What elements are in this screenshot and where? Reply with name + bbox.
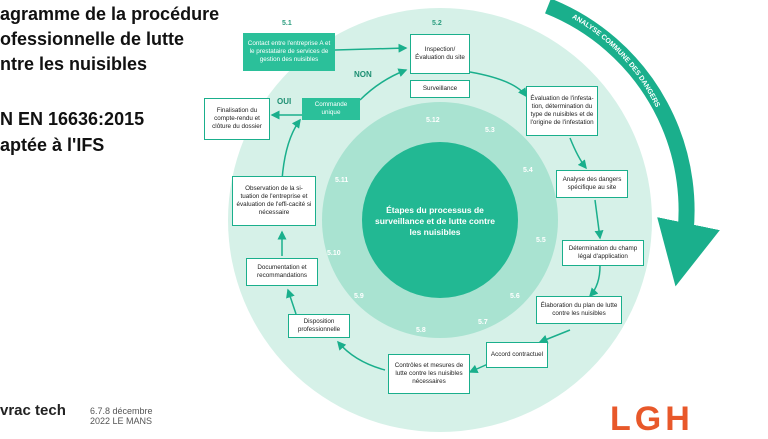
norm-line-1: N EN 16636:2015 — [0, 109, 145, 129]
step-5-8-number: 5.8 — [416, 327, 426, 334]
title-line-1: agramme de la procédure — [0, 4, 220, 24]
step-5-6-box: Élaboration du plan de lutte contre les … — [536, 296, 622, 324]
step-5-12-number: 5.12 — [426, 117, 440, 124]
step-5-2-number: 5.2 — [432, 20, 442, 27]
event-date: 6.7.8 décembre 2022 LE MANS — [90, 406, 153, 426]
step-5-3-number: 5.3 — [485, 127, 495, 134]
step-5-9-number: 5.9 — [354, 293, 364, 300]
norm-line-2: aptée à l'IFS — [0, 135, 105, 155]
step-5-10-box: Documentation et recommandations — [246, 258, 318, 286]
norm-reference: N EN 16636:2015 aptée à l'IFS — [0, 106, 200, 158]
event-date-line-1: 6.7.8 décembre — [90, 406, 153, 416]
step-5-5-box: Détermination du champ légal d'applicati… — [562, 240, 644, 266]
lgh-logo: LGH — [610, 400, 694, 438]
step-5-8-box: Contrôles et mesures de lutte contre les… — [388, 354, 470, 394]
center-label: Étapes du processus de surveillance et d… — [375, 205, 495, 237]
step-5-4-box: Analyse des dangers spécifique au site — [556, 170, 628, 198]
step-5-2-box: Inspection/ Évaluation du site — [410, 34, 470, 74]
step-5-10-number: 5.10 — [327, 250, 341, 257]
final-box: Finalisation du compte-rendu et clôture … — [204, 98, 270, 140]
step-5-7-box: Accord contractuel — [486, 342, 548, 368]
non-label: NON — [354, 70, 372, 79]
title-line-2: ofessionnelle de lutte — [0, 29, 185, 49]
slide-title: agramme de la procédure ofessionnelle de… — [0, 2, 250, 77]
step-5-6-number: 5.6 — [510, 293, 520, 300]
oui-label: OUI — [277, 97, 292, 106]
center-circle — [362, 142, 518, 298]
step-5-3-box: Évaluation de l'infesta-tion, déterminat… — [526, 86, 598, 136]
event-date-line-2: 2022 LE MANS — [90, 416, 153, 426]
step-5-9-box: Disposition professionnelle — [288, 314, 350, 338]
step-5-11-number: 5.11 — [335, 177, 349, 184]
big-arc-arrow — [545, 0, 720, 287]
surveillance-box: Surveillance — [410, 80, 470, 98]
step-5-4-number: 5.4 — [523, 167, 533, 174]
step-5-1-number: 5.1 — [282, 20, 292, 27]
step-5-5-number: 5.5 — [536, 237, 546, 244]
title-line-3: ntre les nuisibles — [0, 54, 148, 74]
step-5-12-box: Commande unique — [302, 98, 360, 120]
step-5-1-box: Contact entre l'entreprise A et le prest… — [243, 33, 335, 71]
step-5-7-number: 5.7 — [478, 319, 488, 326]
step-5-11-box: Observation de la si-tuation de l'entrep… — [232, 176, 316, 226]
vrac-tech-logo: vrac tech — [0, 402, 66, 419]
